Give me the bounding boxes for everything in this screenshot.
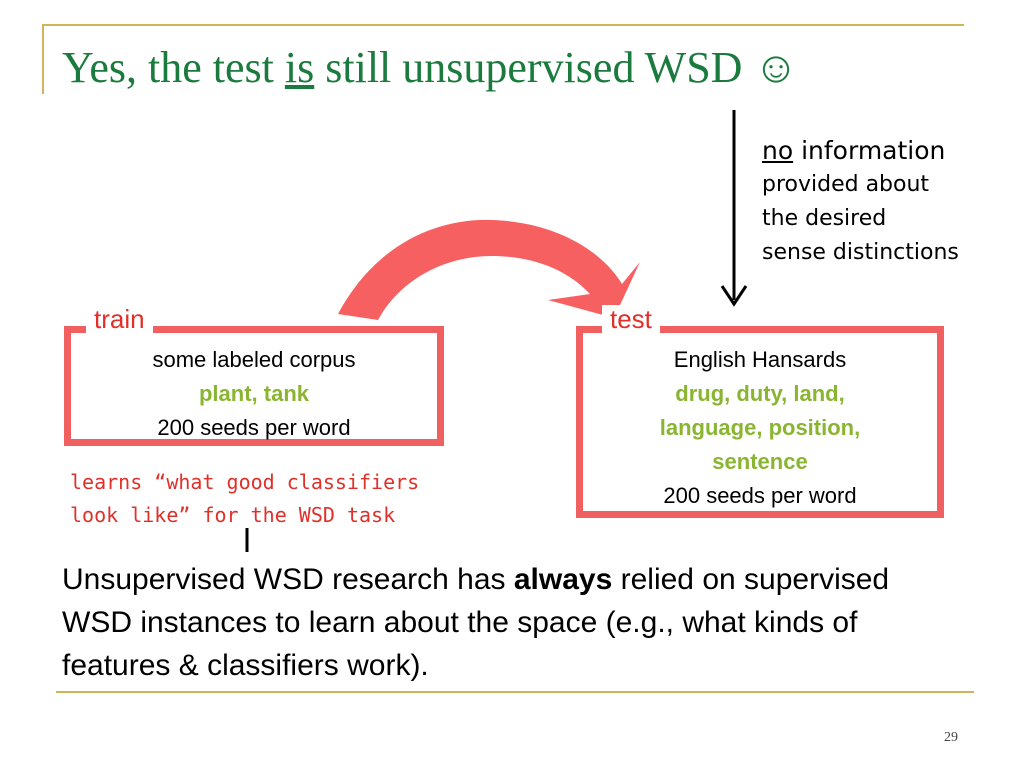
train-corpus: some labeled corpus xyxy=(152,347,356,372)
slide-title: Yes, the test is still unsupervised WSD … xyxy=(62,43,799,92)
curved-arrow xyxy=(338,219,640,320)
left-border xyxy=(42,24,44,94)
train-box: some labeled corpus plant, tank 200 seed… xyxy=(64,326,444,446)
test-box: English Hansards drug, duty, land, langu… xyxy=(576,326,944,518)
top-border xyxy=(42,24,964,26)
title-emphasis: is xyxy=(284,43,315,92)
test-corpus: English Hansards xyxy=(673,347,847,372)
test-words-1: drug, duty, land, xyxy=(675,381,845,406)
note-no: no xyxy=(762,136,794,165)
train-seeds: 200 seeds per word xyxy=(157,415,351,440)
test-seeds: 200 seeds per word xyxy=(663,483,857,508)
train-words: plant, tank xyxy=(198,381,309,406)
no-information-note: no information provided about the desire… xyxy=(762,136,959,265)
bottom-border xyxy=(56,691,974,693)
test-words-2: language, position, xyxy=(659,415,861,440)
learns-caption: learns “what good classifiers look like”… xyxy=(70,470,420,527)
train-label: train xyxy=(86,305,153,333)
page-number: 29 xyxy=(944,730,958,745)
down-arrow-head xyxy=(720,285,748,307)
test-label: test xyxy=(602,305,660,333)
summary-emphasis: always xyxy=(513,563,613,596)
summary-text: Unsupervised WSD research has always rel… xyxy=(62,563,890,682)
test-words-3: sentence xyxy=(712,449,808,474)
smiley-icon: ☺ xyxy=(753,43,799,92)
